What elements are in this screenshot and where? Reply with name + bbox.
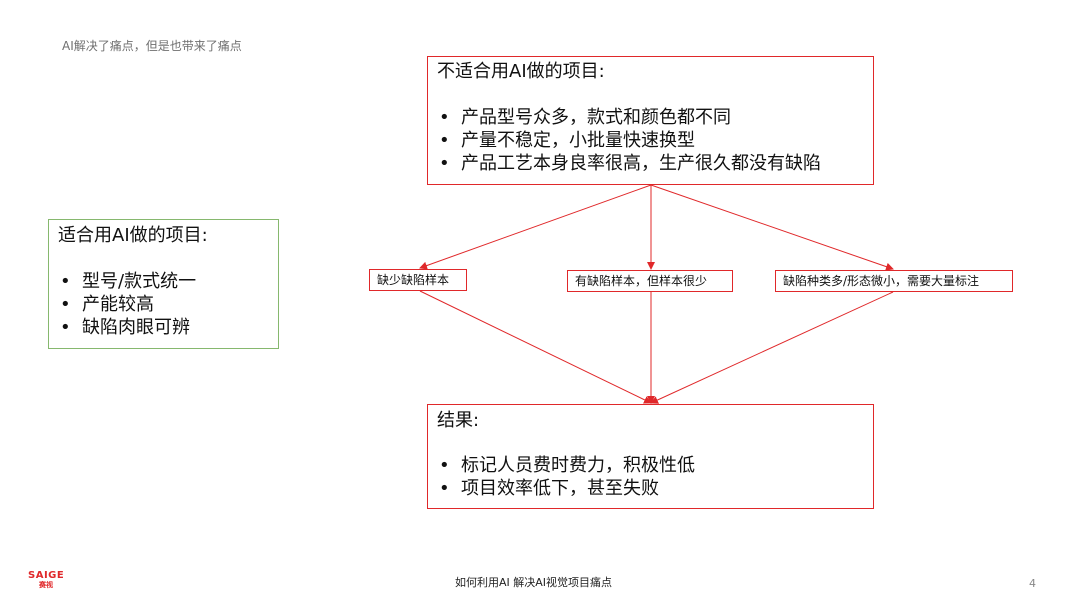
unsuitable-item: 产品工艺本身良率很高，生产很久都没有缺陷 [437,152,873,175]
arrow-issue-1-to-result [419,290,652,404]
arrow-to-issue-1 [419,184,652,270]
suitable-projects-box: 适合用AI做的项目: 型号/款式统一 产能较高 缺陷肉眼可辨 [48,219,279,349]
unsuitable-projects-box: 不适合用AI做的项目: 产品型号众多，款式和颜色都不同 产量不稳定，小批量快速换… [427,56,874,185]
logo-subtext: 赛视 [39,581,53,589]
result-list: 标记人员费时费力，积极性低 项目效率低下，甚至失败 [437,454,873,500]
result-item: 项目效率低下，甚至失败 [437,477,873,500]
arrow-to-issue-3 [650,184,894,271]
suitable-item: 缺陷肉眼可辨 [58,316,278,339]
arrow-issue-3-to-result [650,291,894,404]
unsuitable-item: 产品型号众多，款式和颜色都不同 [437,106,873,129]
issue-box-many-defect-types: 缺陷种类多/形态微小，需要大量标注 [775,270,1013,292]
page-number: 4 [1029,577,1036,590]
result-item: 标记人员费时费力，积极性低 [437,454,873,477]
suitable-item: 产能较高 [58,293,278,316]
unsuitable-list: 产品型号众多，款式和颜色都不同 产量不稳定，小批量快速换型 产品工艺本身良率很高… [437,106,873,175]
suitable-item: 型号/款式统一 [58,270,278,293]
unsuitable-title: 不适合用AI做的项目: [437,61,605,82]
logo-text: SAIGE [28,570,65,581]
company-logo: SAIGE 赛视 [28,570,64,590]
suitable-title: 适合用AI做的项目: [58,225,208,246]
result-box: 结果: 标记人员费时费力，积极性低 项目效率低下，甚至失败 [427,404,874,509]
issue-box-missing-samples: 缺少缺陷样本 [369,269,467,291]
suitable-list: 型号/款式统一 产能较高 缺陷肉眼可辨 [58,270,278,339]
result-title: 结果: [437,410,480,431]
issue-box-few-samples: 有缺陷样本，但样本很少 [567,270,733,292]
header-note: AI解决了痛点，但是也带来了痛点 [62,39,242,53]
unsuitable-item: 产量不稳定，小批量快速换型 [437,129,873,152]
footer-title: 如何利用AI 解决AI视觉项目痛点 [454,576,613,589]
